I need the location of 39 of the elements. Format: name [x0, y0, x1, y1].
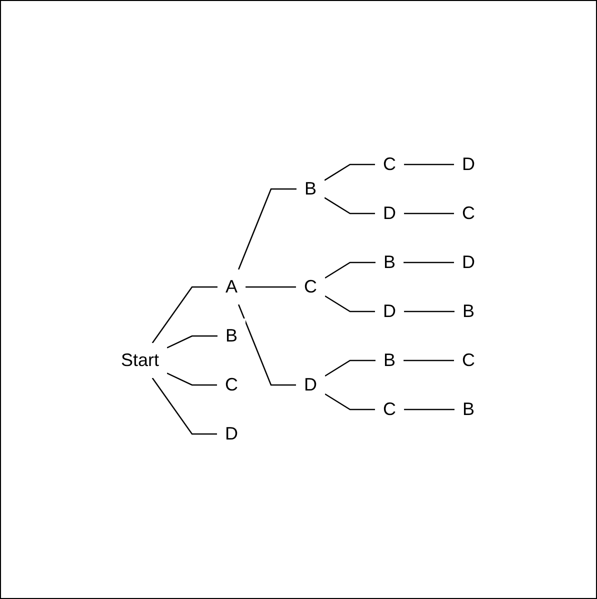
node-text: D: [462, 154, 476, 174]
node-text: B: [304, 178, 318, 199]
node-text: C: [462, 203, 476, 224]
connector: [325, 394, 376, 410]
connector: [152, 378, 218, 435]
node-text: B: [384, 350, 396, 370]
node-text: C: [226, 374, 238, 395]
connector: [167, 336, 218, 349]
connector: [167, 372, 218, 386]
connector: [404, 311, 455, 312]
connector: [246, 286, 296, 288]
node-text: D: [304, 374, 318, 395]
node-text: B: [226, 326, 238, 346]
connector: [238, 188, 297, 270]
node-text: D: [462, 252, 476, 272]
node-text: C: [462, 350, 476, 370]
node-text: A: [226, 276, 238, 297]
node-text: D: [384, 203, 396, 224]
connector: [404, 409, 455, 410]
connector: [325, 262, 376, 279]
node-text: B: [462, 399, 476, 420]
connector: [324, 164, 376, 182]
node-text: C: [384, 399, 396, 420]
connector: [404, 262, 454, 264]
connector: [152, 286, 218, 344]
connector: [404, 213, 454, 214]
node-text: C: [384, 154, 396, 174]
connector: [324, 197, 376, 214]
connector: [404, 360, 454, 362]
connector: [238, 304, 296, 386]
connector: [325, 296, 376, 312]
node-text: B: [462, 301, 476, 322]
connector: [404, 164, 454, 166]
node-text: B: [384, 252, 396, 272]
node-text: C: [304, 276, 318, 297]
node-text: D: [384, 301, 396, 322]
node-text: Start: [121, 350, 160, 370]
connector: [325, 360, 376, 377]
node-text: D: [226, 424, 238, 444]
